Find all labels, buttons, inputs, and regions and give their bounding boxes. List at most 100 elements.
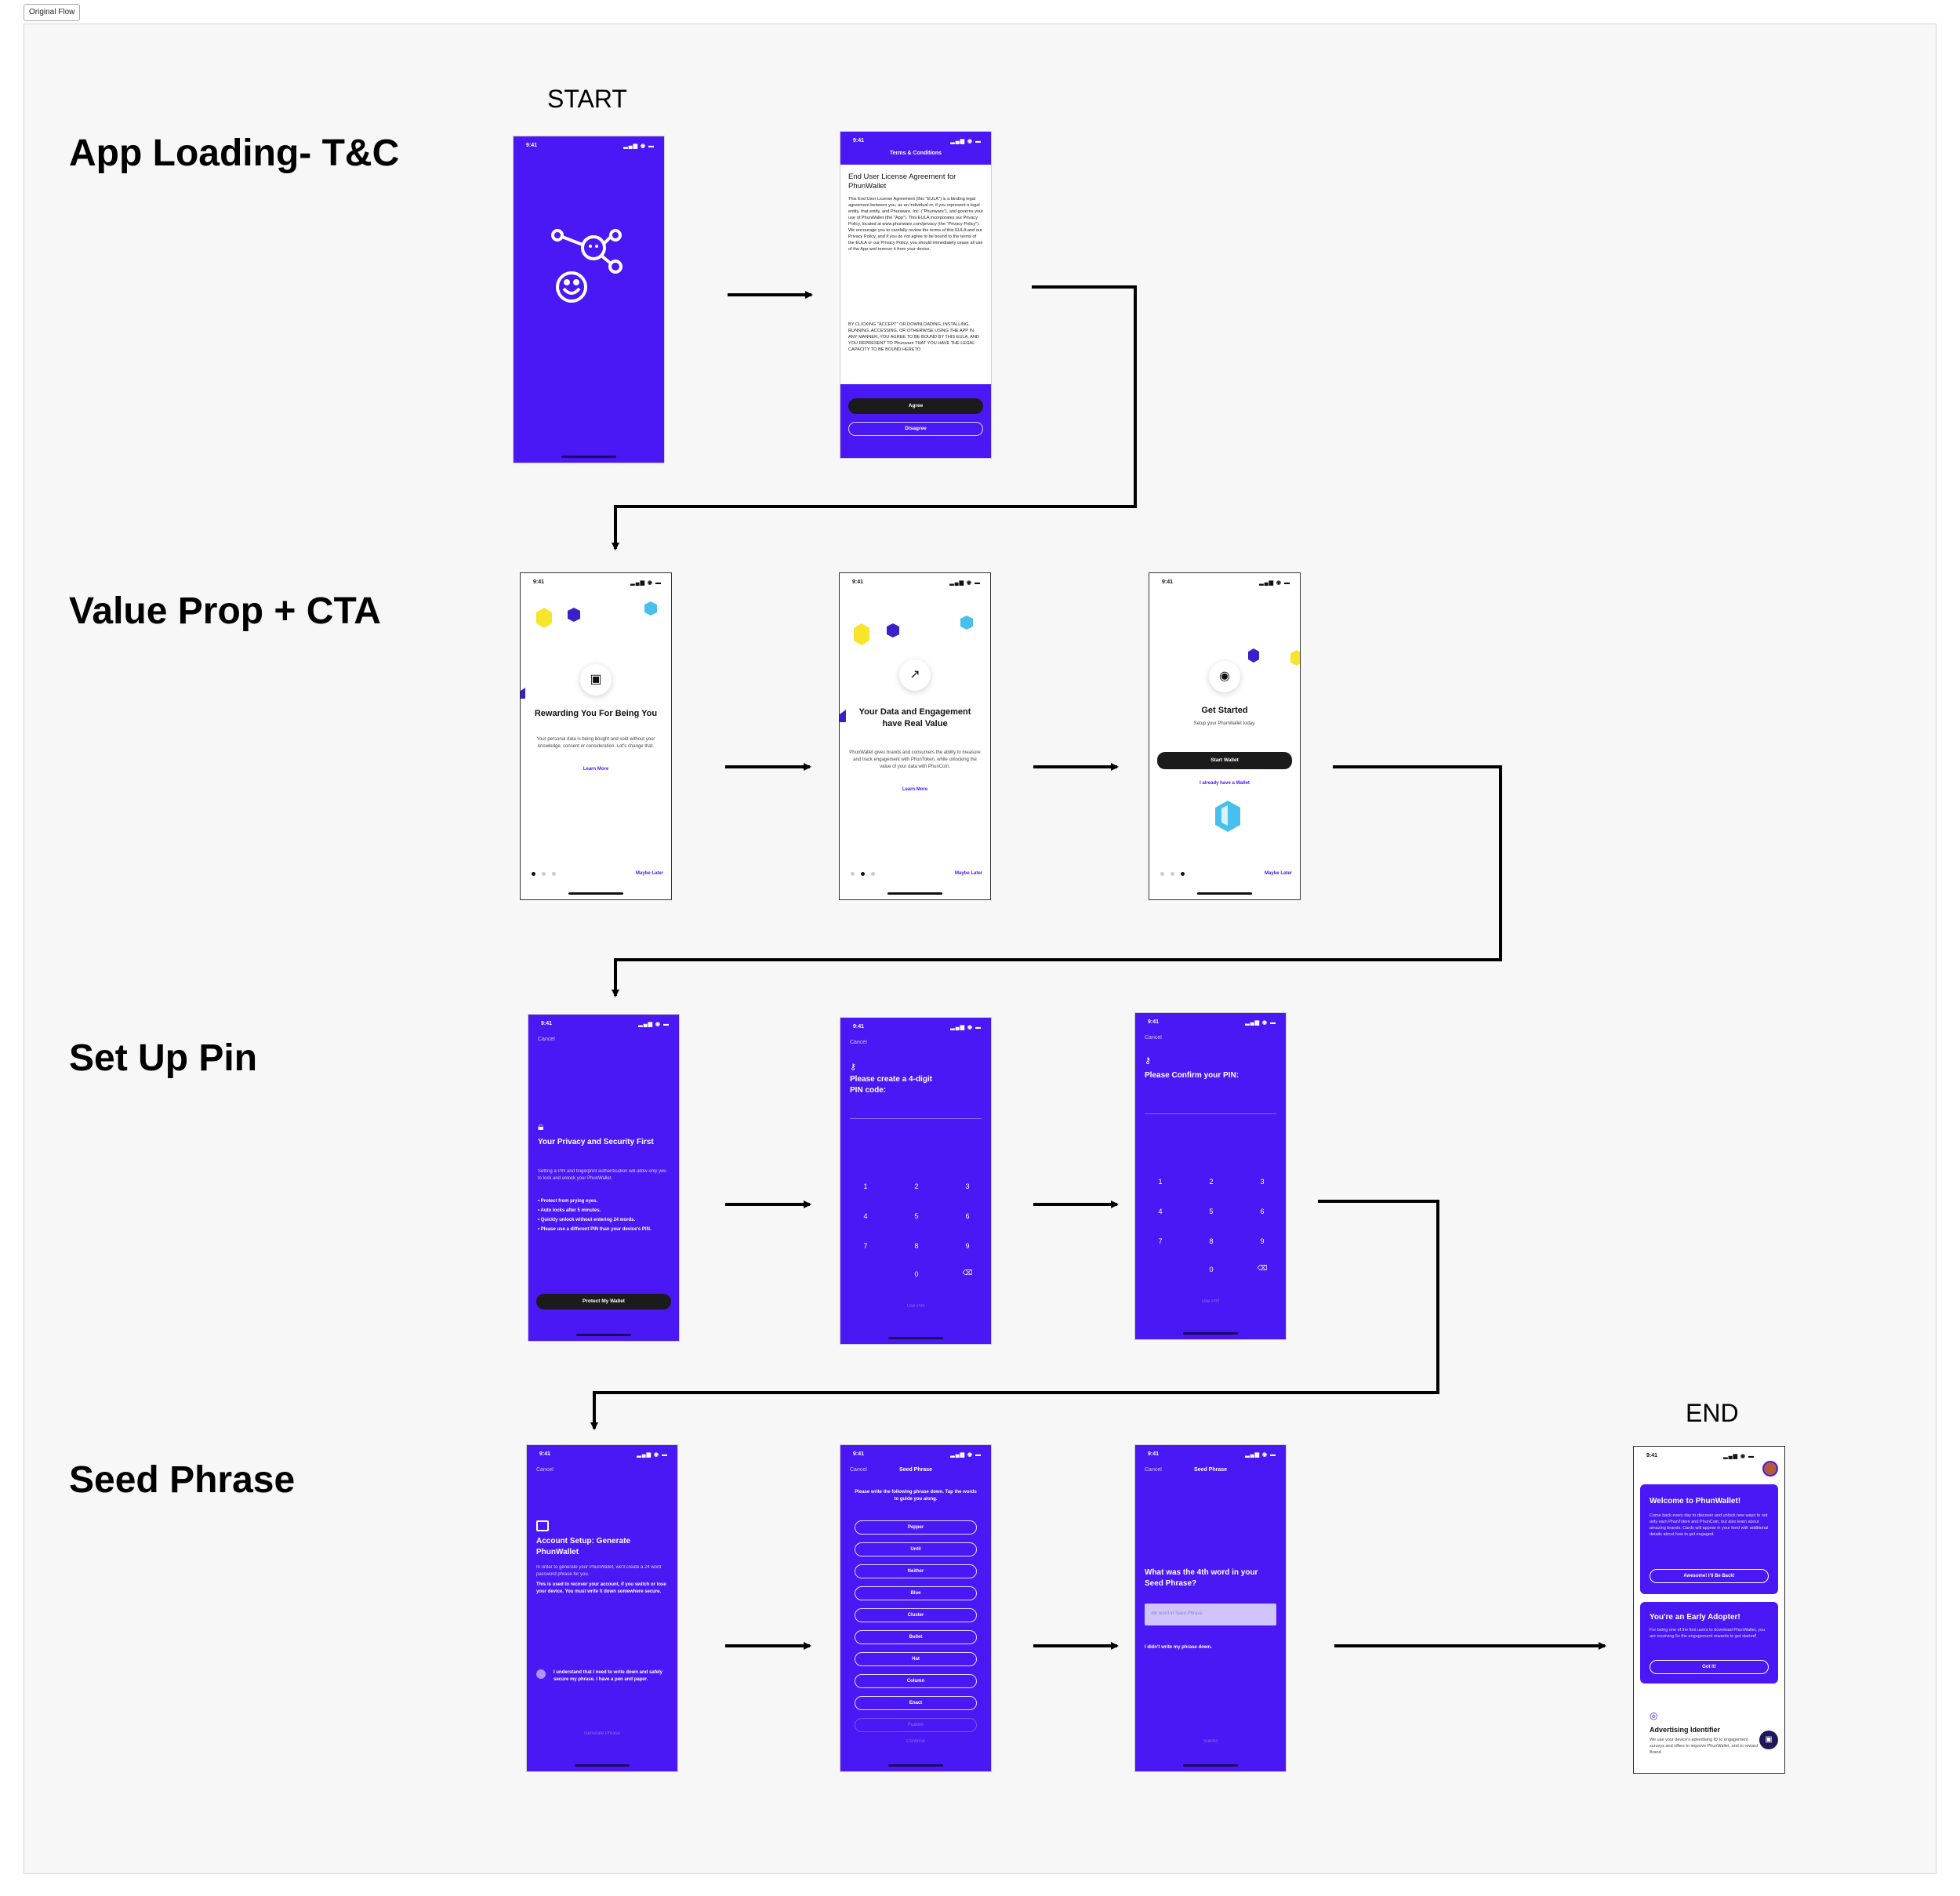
status-bar: 9:41 ▂▄▆ ◉ ▬	[853, 138, 982, 146]
gift-box-icon: ▣	[580, 664, 612, 696]
end-label: END	[1686, 1399, 1739, 1427]
key-0[interactable]: 0	[1209, 1266, 1214, 1273]
phuntoken-coin-icon	[1215, 801, 1240, 832]
screen-seed-quiz: 9:41 ▂▄▆ ◉ ▬ Cancel Seed Phrase What was…	[1134, 1444, 1287, 1772]
vp1-title: Rewarding You For Being You	[534, 709, 658, 718]
key-2[interactable]: 2	[1209, 1178, 1214, 1186]
disagree-button[interactable]: Disagree	[848, 422, 983, 436]
pin-entry-line[interactable]	[1145, 1113, 1276, 1114]
key-1[interactable]: 1	[1158, 1178, 1163, 1186]
screen-value-prop-2: 9:41 ▂▄▆ ◉ ▬ ↗ Your Data and Engagement …	[839, 572, 991, 900]
got-it-button[interactable]: Got It!	[1650, 1660, 1769, 1674]
vp2-learn-more-link[interactable]: Learn More	[902, 787, 928, 792]
didnt-write-link[interactable]: I didn't write my phrase down.	[1145, 1645, 1212, 1650]
floating-tokens-decoration	[840, 616, 973, 722]
key-2[interactable]: 2	[914, 1182, 919, 1190]
agree-button[interactable]: Agree	[848, 398, 983, 414]
privacy-bullet-1: • Protect from prying eyes.	[538, 1199, 598, 1204]
key-9[interactable]: 9	[1260, 1237, 1265, 1245]
generate-phrase-button[interactable]: Generate Phrase	[584, 1731, 620, 1736]
cancel-button[interactable]: Cancel	[538, 1037, 555, 1042]
have-wallet-link[interactable]: I already have a Wallet	[1200, 781, 1250, 786]
submit-button[interactable]: Submit	[1203, 1739, 1218, 1744]
backspace-icon[interactable]: ⌫	[1257, 1264, 1268, 1272]
row-title-set-up-pin: Set Up Pin	[69, 1037, 258, 1079]
user-profile-icon: ◉	[1209, 661, 1240, 692]
awesome-ill-be-back-button[interactable]: Awesome! I'll Be Back!	[1650, 1569, 1769, 1583]
status-time: 9:41	[1148, 1451, 1160, 1457]
account-setup-title: Account Setup: Generate PhunWallet	[536, 1537, 631, 1556]
backspace-icon[interactable]: ⌫	[962, 1269, 973, 1277]
status-icons: ▂▄▆ ◉ ▬	[1723, 1454, 1755, 1459]
vp1-learn-more-link[interactable]: Learn More	[583, 767, 609, 772]
pin-footer-link[interactable]: Use PIN	[906, 1304, 925, 1309]
avatar[interactable]	[1762, 1461, 1778, 1476]
key-9[interactable]: 9	[965, 1242, 970, 1250]
key-3[interactable]: 3	[965, 1182, 970, 1190]
seed-word-6[interactable]: Bullet	[855, 1630, 977, 1644]
pin-footer-link[interactable]: Use PIN	[1201, 1299, 1220, 1304]
privacy-bullet-3: • Quickly unlock without entering 24 wor…	[538, 1218, 636, 1222]
create-pin-title: Please create a 4-digit PIN code:	[850, 1075, 933, 1095]
privacy-bullet-4: • Please use a different PIN than your d…	[538, 1227, 652, 1232]
early-adopter-card: You're an Early Adopter! For being one o…	[1640, 1602, 1778, 1684]
screen-pin-confirm: 9:41 ▂▄▆ ◉ ▬ Cancel ⚷ Please Confirm you…	[1134, 1012, 1287, 1340]
seed-word-3[interactable]: Neither	[855, 1564, 977, 1578]
start-wallet-button[interactable]: Start Wallet	[1157, 752, 1292, 769]
maybe-later-link[interactable]: Maybe Later	[635, 871, 663, 876]
key-5[interactable]: 5	[914, 1212, 919, 1220]
seed-word-5[interactable]: Cluster	[855, 1608, 977, 1622]
seed-quiz-question: What was the 4th word in your Seed Phras…	[1145, 1568, 1258, 1588]
key-8[interactable]: 8	[914, 1242, 919, 1250]
screen-pin-intro: 9:41 ▂▄▆ ◉ ▬ Cancel 🔒︎ Your Privacy and …	[528, 1014, 680, 1342]
protect-wallet-button[interactable]: Protect My Wallet	[536, 1294, 671, 1309]
seed-word-8[interactable]: Column	[855, 1674, 977, 1688]
key-5[interactable]: 5	[1209, 1208, 1214, 1215]
status-bar: 9:41 ▂▄▆ ◉ ▬	[853, 1024, 982, 1032]
numeric-keypad: 1 2 3 4 5 6 7 8 9 0 ⌫	[840, 1182, 991, 1284]
seed-word-2[interactable]: Until	[855, 1542, 977, 1556]
key-0[interactable]: 0	[914, 1270, 919, 1278]
key-1[interactable]: 1	[863, 1182, 868, 1190]
seed-word-4[interactable]: Blue	[855, 1586, 977, 1600]
screen-splash: 9:41 ▂▄▆ ◉ ▬	[513, 136, 665, 463]
welcome-card: Welcome to PhunWallet! Come back every d…	[1640, 1484, 1778, 1594]
key-6[interactable]: 6	[965, 1212, 970, 1220]
seed-word-1[interactable]: Pepper	[855, 1520, 977, 1535]
seed-word-10[interactable]: Fusion	[855, 1718, 977, 1732]
status-bar: 9:41 ▂▄▆ ◉ ▬	[1162, 579, 1290, 587]
key-3[interactable]: 3	[1260, 1178, 1265, 1186]
seed-word-input[interactable]: 4th word in Seed Phrase	[1145, 1604, 1276, 1625]
status-bar: 9:41 ▂▄▆ ◉ ▬	[539, 1451, 668, 1459]
cancel-button[interactable]: Cancel	[1145, 1035, 1162, 1041]
key-6[interactable]: 6	[1260, 1208, 1265, 1215]
screen-terms: 9:41 ▂▄▆ ◉ ▬ Terms & Conditions End User…	[840, 131, 992, 459]
key-4[interactable]: 4	[863, 1212, 868, 1220]
status-icons: ▂▄▆ ◉ ▬	[637, 1452, 668, 1458]
arrow-pin3-to-seed	[590, 1200, 1439, 1430]
cancel-button[interactable]: Cancel	[850, 1040, 867, 1045]
seed-word-9[interactable]: Enact	[855, 1696, 977, 1710]
seed-word-7[interactable]: Hat	[855, 1652, 977, 1666]
maybe-later-link[interactable]: Maybe Later	[954, 871, 982, 876]
home-indicator	[1183, 1764, 1238, 1767]
pin-entry-line[interactable]	[850, 1118, 982, 1119]
maybe-later-link[interactable]: Maybe Later	[1264, 871, 1292, 876]
row-title-value-prop: Value Prop + CTA	[69, 590, 381, 632]
home-indicator	[887, 892, 942, 895]
status-bar: 9:41 ▂▄▆ ◉ ▬	[1646, 1453, 1775, 1461]
continue-button[interactable]: Continue	[906, 1739, 926, 1744]
row-title-seed-phrase: Seed Phrase	[69, 1459, 296, 1501]
key-4[interactable]: 4	[1158, 1208, 1163, 1215]
key-7[interactable]: 7	[863, 1242, 868, 1250]
cancel-button[interactable]: Cancel	[536, 1467, 554, 1473]
cancel-button[interactable]: Cancel	[850, 1467, 867, 1473]
status-time: 9:41	[539, 1451, 551, 1457]
understand-checkbox[interactable]	[536, 1669, 546, 1679]
key-8[interactable]: 8	[1209, 1237, 1214, 1245]
trending-up-icon: ↗	[899, 659, 931, 691]
wallet-fab-icon[interactable]: ▣	[1759, 1731, 1778, 1749]
key-7[interactable]: 7	[1158, 1237, 1163, 1245]
cancel-button[interactable]: Cancel	[1145, 1467, 1162, 1473]
welcome-card-body: Come back every day to discover and unlo…	[1650, 1513, 1769, 1537]
